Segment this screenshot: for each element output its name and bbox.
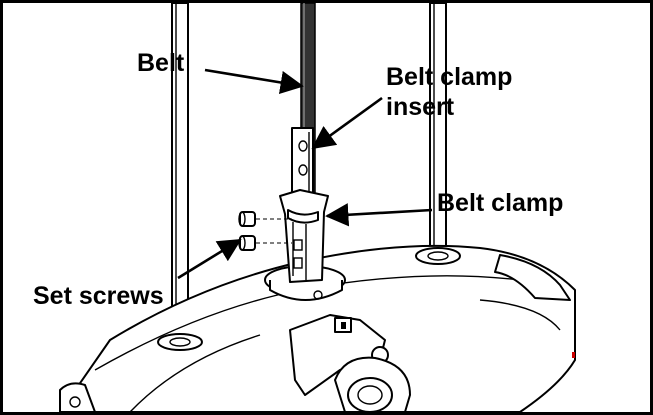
belt-clamp-leader: [325, 203, 433, 227]
belt-leader: [204, 68, 304, 95]
label-belt-clamp: Belt clamp: [437, 189, 563, 217]
label-belt-clamp-insert-line2: insert: [386, 93, 455, 121]
set-screws-leader: [177, 238, 242, 280]
set-screw-upper: [238, 211, 292, 227]
belt-clamp: [279, 189, 329, 283]
label-belt-clamp-insert-line1: Belt clamp: [386, 63, 512, 91]
left-column: [171, 2, 189, 349]
belt-clamp-insert-leader: [311, 96, 383, 150]
mechanical-illustration: [59, 2, 576, 413]
set-screw-lower: [238, 235, 292, 251]
control-handle: [289, 314, 411, 413]
label-belt: Belt: [137, 49, 185, 77]
indicator-mark: [572, 352, 575, 358]
label-set-screws: Set screws: [33, 282, 164, 310]
right-column: [429, 2, 447, 259]
